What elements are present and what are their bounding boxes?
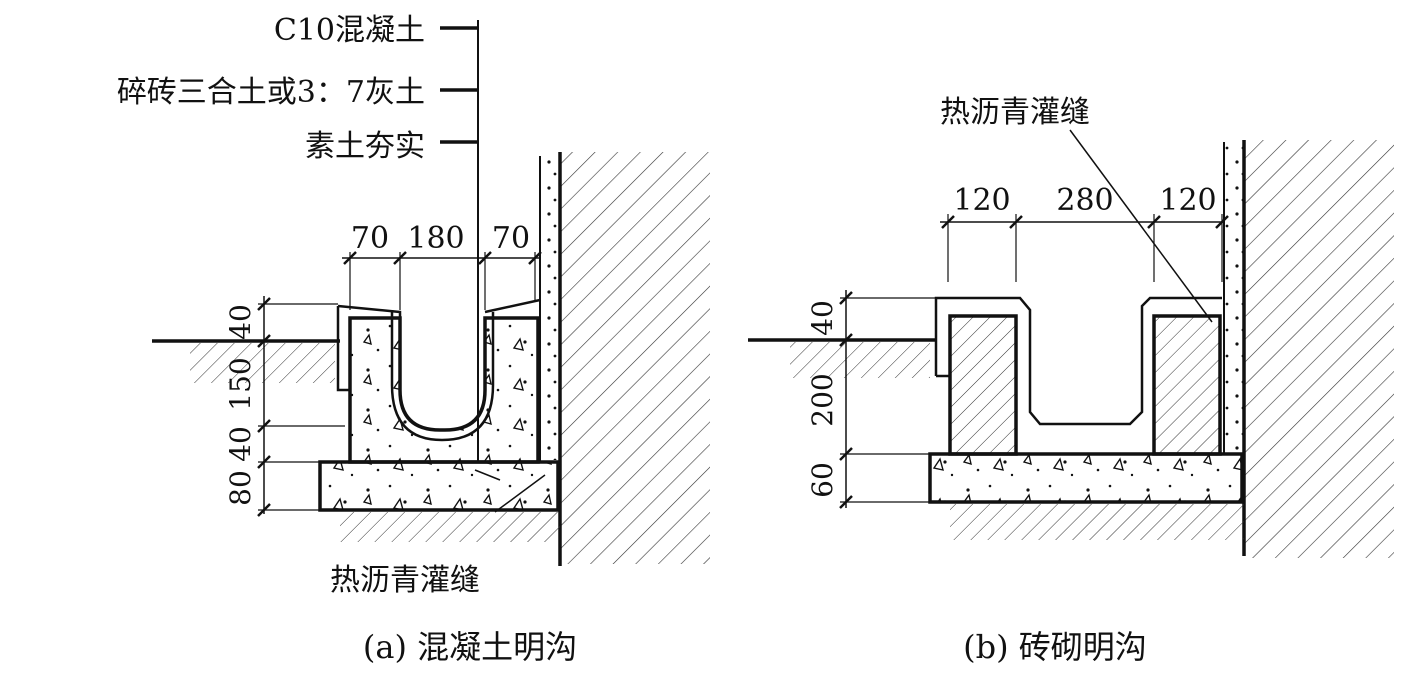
caption-b: (b) 砖砌明沟 <box>963 628 1147 666</box>
dim-b-h40: 40 <box>806 300 839 336</box>
lip-left <box>337 304 402 318</box>
ground-hatch-b <box>790 342 930 378</box>
dim-a-h150: 150 <box>224 357 257 410</box>
dim-b-h60: 60 <box>806 462 839 498</box>
label-asphalt-b: 热沥青灌缝 <box>940 95 1090 130</box>
label-asphalt-a: 热沥青灌缝 <box>330 563 480 598</box>
joint-arrow-a <box>474 469 501 481</box>
wall-b-hatch <box>1244 140 1394 558</box>
brick-pier-left <box>948 314 1018 456</box>
joint-leader-a <box>494 474 546 513</box>
dim-a-w-mid: 180 <box>407 221 464 256</box>
label-soil: 素土夯实 <box>305 129 425 164</box>
dim-a-h40-low: 40 <box>224 426 257 462</box>
label-brick: 碎砖三合土或3：7灰土 <box>117 75 425 110</box>
u-channel-lining <box>390 310 495 442</box>
dim-a-w-right: 70 <box>492 221 530 256</box>
lip-left-outer <box>336 306 350 392</box>
dim-b-w-left: 120 <box>953 183 1010 218</box>
dim-b-w-right: 120 <box>1159 183 1216 218</box>
ground-hatch-a <box>190 343 335 383</box>
wall-a-hatch <box>560 152 710 564</box>
joint-leader-b <box>1069 129 1213 323</box>
dim-a-h40-top: 40 <box>224 304 257 340</box>
dim-a-w-left: 70 <box>351 221 389 256</box>
base-slab-b <box>928 452 1244 504</box>
dim-b-w-mid: 280 <box>1056 183 1113 218</box>
label-c10: C10混凝土 <box>274 13 425 48</box>
lip-right <box>484 298 541 314</box>
plaster-lining-b <box>934 296 1222 426</box>
wall-b-plaster <box>1224 142 1244 452</box>
base-slab-a <box>318 460 560 512</box>
dim-b-h200: 200 <box>806 373 839 426</box>
subgrade-hatch-a <box>340 512 560 542</box>
wall-a-plaster <box>540 156 560 460</box>
caption-a: (a) 混凝土明沟 <box>363 628 577 666</box>
u-channel-body <box>348 316 540 464</box>
dim-a-h80: 80 <box>224 470 257 506</box>
diagram-b: 热沥青灌缝 120 280 120 40 200 60 (b) 砖砌明沟 <box>748 95 1394 666</box>
diagram-a: C10混凝土 碎砖三合土或3：7灰土 素土夯实 70 180 70 40 150… <box>117 13 710 666</box>
brick-pier-right <box>1152 314 1222 456</box>
subgrade-hatch-b <box>950 504 1244 540</box>
